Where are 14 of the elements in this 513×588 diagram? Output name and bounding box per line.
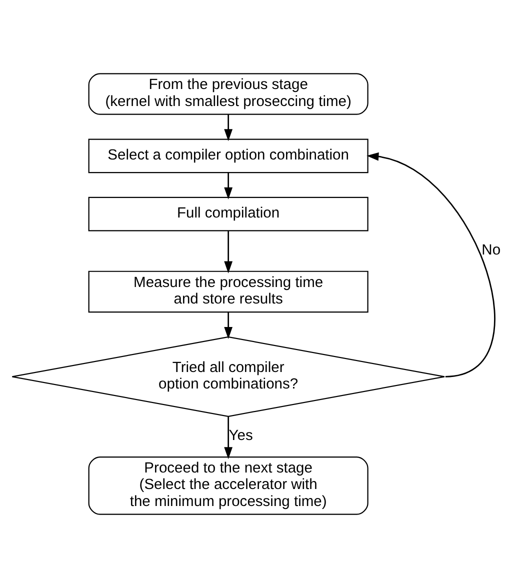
- node-box: From the previous stage (kernel with smallest proseccing time): [88, 73, 368, 115]
- node-box: Full compilation: [88, 196, 368, 232]
- node-box: Select a compiler option combination: [88, 138, 368, 174]
- node-diamond: Tried all compiler option combinations?: [12, 336, 446, 417]
- arrow: [224, 416, 233, 460]
- edge-label: No: [482, 242, 501, 259]
- edge-label: Yes: [228, 428, 253, 444]
- arrow: [224, 312, 233, 340]
- arrow: [224, 114, 233, 142]
- arrow: [224, 172, 233, 200]
- arrow: [366, 152, 496, 378]
- arrow: [224, 231, 233, 274]
- node-box: Proceed to the next stage (Select the accelerator with the minimum processing time): [88, 456, 368, 515]
- node-box: Measure the processing time and store results: [88, 270, 368, 313]
